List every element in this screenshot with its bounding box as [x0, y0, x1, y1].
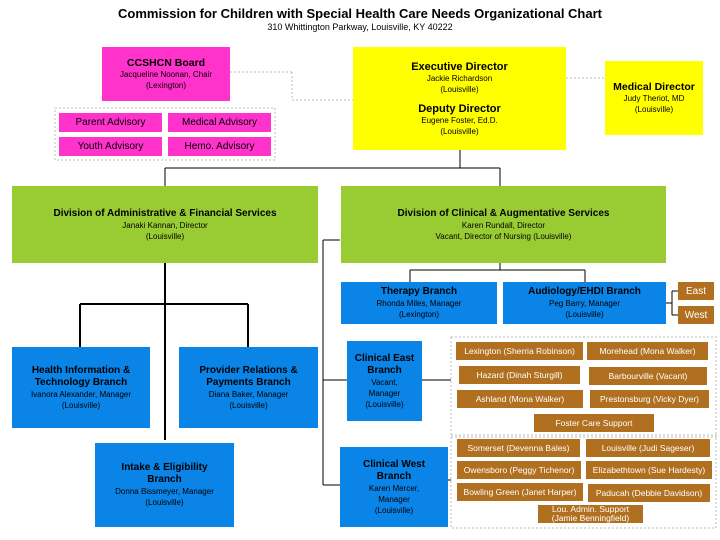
board-box: CCSHCN Board Jacqueline Noonan, Chair (L… — [102, 47, 230, 101]
site-foster-care: Foster Care Support — [534, 414, 654, 432]
division-clinical-director: Karen Rundall, Director — [461, 220, 546, 230]
intake-location: (Louisville) — [145, 498, 184, 507]
clinical-east-manager-1: Vacant, — [371, 377, 398, 387]
intake-manager: Donna Bissmeyer, Manager — [115, 487, 214, 496]
clinical-east-location: (Louisville) — [365, 399, 404, 409]
division-admin-location: (Louisville) — [145, 231, 185, 241]
page-subtitle: 310 Whittington Parkway, Louisville, KY … — [267, 22, 453, 32]
provider-relations-branch-box: Provider Relations & Payments Branch Dia… — [179, 347, 318, 428]
intake-branch-box: Intake & Eligibility Branch Donna Bissme… — [95, 443, 234, 527]
intake-title-1: Intake & Eligibility — [121, 462, 208, 473]
youth-advisory-box: Youth Advisory — [59, 137, 162, 156]
division-clinical-box: Division of Clinical & Augmentative Serv… — [341, 186, 666, 263]
therapy-manager: Rhonda Miles, Manager — [376, 299, 462, 308]
clinical-east-title-1: Clinical East — [354, 352, 415, 364]
deputy-name: Eugene Foster, Ed.D. — [421, 115, 498, 125]
lou-admin-line-2: (Jamie Benningfield) — [551, 513, 630, 523]
audiology-branch-box: Audiology/EHDI Branch Peg Barry, Manager… — [503, 282, 666, 324]
clinical-east-title-2: Branch — [367, 364, 402, 376]
site-ashland: Ashland (Mona Walker) — [457, 390, 583, 408]
med-dir-name: Judy Theriot, MD — [623, 94, 685, 103]
health-info-manager: Ivanora Alexander, Manager — [30, 389, 132, 399]
division-admin-director: Janaki Kannan, Director — [122, 220, 208, 230]
audiology-west-box: West — [678, 306, 714, 324]
clinical-west-title-2: Branch — [376, 470, 412, 482]
site-prestonsburg: Prestonsburg (Vicky Dyer) — [590, 390, 709, 408]
board-chair: Jacqueline Noonan, Chair — [119, 70, 213, 79]
health-info-branch-box: Health Information & Technology Branch I… — [12, 347, 150, 428]
deputy-location: (Louisville) — [440, 126, 479, 136]
parent-advisory-box: Parent Advisory — [59, 113, 162, 132]
health-info-location: (Louisville) — [61, 400, 101, 410]
health-info-title-1: Health Information & — [31, 364, 131, 376]
therapy-location: (Lexington) — [398, 310, 440, 319]
division-clinical-title: Division of Clinical & Augmentative Serv… — [397, 207, 610, 219]
intake-title-2: Branch — [147, 474, 182, 485]
clinical-west-manager-2: Manager — [378, 494, 410, 504]
medical-director-box: Medical Director Judy Theriot, MD (Louis… — [605, 61, 703, 135]
executive-director-box: Executive Director Jackie Richardson (Lo… — [353, 47, 566, 150]
site-bowling-green: Bowling Green (Janet Harper) — [457, 483, 583, 501]
provider-location: (Louisville) — [229, 400, 268, 410]
clinical-west-title-1: Clinical West — [362, 458, 426, 470]
med-dir-title: Medical Director — [613, 81, 695, 93]
medical-advisory-box: Medical Advisory — [168, 113, 271, 132]
hemo-advisory-box: Hemo. Advisory — [168, 137, 271, 156]
exec-name: Jackie Richardson — [426, 73, 493, 83]
med-dir-location: (Louisville) — [634, 105, 674, 114]
site-somerset: Somerset (Devenna Bales) — [457, 439, 580, 457]
audiology-location: (Louisville) — [565, 310, 604, 319]
clinical-east-manager-2: Manager — [368, 388, 401, 398]
audiology-east-box: East — [678, 282, 714, 300]
lou-admin-line-1: Lou. Admin. Support — [551, 504, 630, 514]
audiology-title: Audiology/EHDI Branch — [528, 286, 641, 297]
site-morehead: Morehead (Mona Walker) — [587, 342, 708, 360]
therapy-title: Therapy Branch — [380, 286, 458, 297]
division-admin-title: Division of Administrative & Financial S… — [53, 207, 277, 219]
site-owensboro: Owensboro (Peggy Tichenor) — [457, 461, 581, 479]
division-admin-box: Division of Administrative & Financial S… — [12, 186, 318, 263]
provider-title-2: Payments Branch — [206, 376, 291, 388]
health-info-title-2: Technology Branch — [34, 376, 128, 388]
provider-manager: Diana Baker, Manager — [208, 389, 289, 399]
site-paducah: Paducah (Debbie Davidson) — [588, 484, 710, 502]
clinical-east-branch-box: Clinical East Branch Vacant, Manager (Lo… — [347, 341, 422, 421]
site-lexington: Lexington (Sherria Robinson) — [456, 342, 583, 360]
site-lou-admin-support: Lou. Admin. Support (Jamie Benningfield) — [538, 505, 643, 523]
site-barbourville: Barbourville (Vacant) — [589, 367, 707, 385]
site-louisville: Louisville (Judi Sageser) — [586, 439, 710, 457]
exec-title: Executive Director — [411, 60, 508, 73]
clinical-west-manager-1: Karen Mercer, — [368, 483, 420, 493]
board-title: CCSHCN Board — [126, 57, 206, 69]
provider-title-1: Provider Relations & — [199, 364, 298, 376]
division-clinical-nursing: Vacant, Director of Nursing (Louisville) — [435, 231, 572, 241]
clinical-west-branch-box: Clinical West Branch Karen Mercer, Manag… — [340, 447, 448, 527]
audiology-manager: Peg Barry, Manager — [549, 299, 620, 308]
therapy-branch-box: Therapy Branch Rhonda Miles, Manager (Le… — [341, 282, 497, 324]
board-location: (Lexington) — [145, 81, 187, 90]
site-elizabethtown: Elizabethtown (Sue Hardesty) — [586, 461, 712, 479]
exec-location: (Louisville) — [440, 84, 479, 94]
site-hazard: Hazard (Dinah Sturgill) — [459, 366, 580, 384]
clinical-west-location: (Louisville) — [374, 505, 414, 515]
page-title: Commission for Children with Special Hea… — [118, 6, 602, 21]
deputy-title: Deputy Director — [418, 102, 501, 115]
